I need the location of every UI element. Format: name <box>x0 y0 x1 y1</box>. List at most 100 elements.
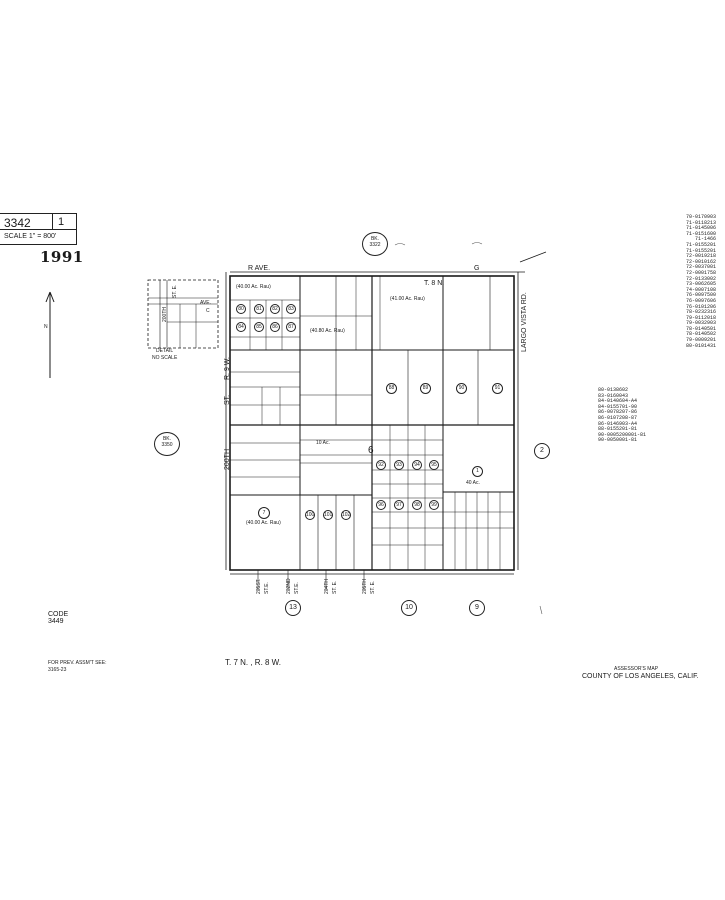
recording-number: 78-0140502 <box>685 331 716 338</box>
book-prefix: BK. <box>162 436 172 442</box>
map-year: 1991 <box>40 248 84 266</box>
recording-number: 72-0010162 <box>685 258 716 265</box>
parcel-number[interactable]: 85 <box>254 322 264 332</box>
book-prefix: BK. <box>370 236 380 242</box>
detail-inset <box>147 279 219 349</box>
recording-number: 86-0146903-A4 <box>598 420 638 427</box>
parcel-number[interactable]: 96 <box>376 500 386 510</box>
detail-street-suffix: ST. E. <box>172 284 178 298</box>
recording-number: 79-0032903 <box>685 320 716 327</box>
township-range: T. 7 N. , R. 8 W. <box>225 658 282 667</box>
parcel-area: (40.00 Ac. Rau) <box>246 520 281 526</box>
code-value: 3449 <box>48 618 64 625</box>
recording-number: 71-0118213 <box>685 219 716 226</box>
recording-number: 76-0097500 <box>685 292 716 299</box>
recording-number: 79-0009201 <box>685 337 716 344</box>
parcel-number[interactable]: 83 <box>286 304 296 314</box>
parcel-number[interactable]: 87 <box>286 322 296 332</box>
detail-ave: AVE. <box>200 300 212 306</box>
street-label: 204TH <box>324 578 330 594</box>
detail-street: 200TH <box>162 306 168 322</box>
recording-number: 90-0005200001-81 <box>598 431 647 438</box>
parcel-number[interactable]: 95 <box>429 460 439 470</box>
recording-number: 71-0151600 <box>685 230 716 237</box>
street-200th-label: 200TH <box>224 448 231 470</box>
prev-assmt-value: 3165-23 <box>48 667 67 673</box>
parcel-number[interactable]: 92 <box>376 460 386 470</box>
parcel-area: (40.80 Ac. Rau) <box>310 328 345 334</box>
parcel-number[interactable]: 90 <box>456 383 467 394</box>
parcel-number[interactable]: 80 <box>236 304 246 314</box>
parcel-number[interactable]: 97 <box>394 500 404 510</box>
recording-number: 83-0160043 <box>598 392 629 399</box>
recording-number: 76-0101206 <box>685 303 716 310</box>
sheet-number: 1 <box>58 216 65 228</box>
recording-number: 71-0145006 <box>685 225 716 232</box>
township-t8n: T. 8 N. <box>424 280 445 287</box>
recording-number: 71-1466 <box>694 236 716 243</box>
book-bubble-west[interactable]: BK. 3350 <box>154 432 180 456</box>
parcel-number[interactable]: 89 <box>420 383 431 394</box>
parcel-number[interactable]: 88 <box>386 383 397 394</box>
recording-number: 78-0232316 <box>685 309 716 316</box>
parcel-number[interactable]: 84 <box>236 322 246 332</box>
header-divider <box>0 229 76 230</box>
recording-number: 72-0133002 <box>685 275 716 282</box>
parcel-area: (41.00 Ac. Rau) <box>390 296 425 302</box>
recording-number: 80-0101431 <box>685 342 716 349</box>
recording-number: 84-0140604-A4 <box>598 398 638 405</box>
parcel-number[interactable]: 99 <box>429 500 439 510</box>
recording-number: 73-0062605 <box>685 281 716 288</box>
parcel-number[interactable]: 93 <box>394 460 404 470</box>
footer-title: ASSESSOR'S MAP <box>614 666 659 672</box>
parcel-number[interactable]: 102 <box>341 510 351 520</box>
street-label: 202ND <box>286 578 292 594</box>
street-g: G <box>474 265 480 272</box>
header-divider <box>52 214 53 229</box>
parcel-number[interactable]: 7 <box>258 507 270 519</box>
adjacent-page-10[interactable]: 10 <box>401 600 417 616</box>
range-r9w: R. 9 W. <box>224 357 231 380</box>
parcel-number[interactable]: 1 <box>472 466 483 477</box>
parcel-number[interactable]: 100 <box>305 510 315 520</box>
recording-number: 79-0112018 <box>685 314 716 321</box>
parcel-number[interactable]: 81 <box>254 304 264 314</box>
map-scale: SCALE 1" = 800' <box>4 233 57 240</box>
parcel-area: (40.00 Ac. Rau) <box>236 284 271 290</box>
recording-number: 71-0155201 <box>685 241 716 248</box>
street-largo-vista: LARGO VISTA RD. <box>521 292 528 352</box>
recording-number: 72-0019218 <box>685 253 716 260</box>
recording-number: 88-0155201-81 <box>598 426 638 433</box>
footer-county: COUNTY OF LOS ANGELES, CALIF. <box>582 673 699 680</box>
book-bubble-north[interactable]: BK. 3322 <box>362 232 388 256</box>
detail-ave-letter: C <box>206 308 210 314</box>
recording-number: 78-0140501 <box>685 325 716 332</box>
recording-number: 72-0001758 <box>685 269 716 276</box>
adjacent-page-13[interactable]: 13 <box>285 600 301 616</box>
parcel-number[interactable]: 82 <box>270 304 280 314</box>
street-label: 205TH <box>362 578 368 594</box>
detail-scale: NO SCALE <box>152 355 178 361</box>
north-arrow-icon <box>45 291 55 378</box>
street-r-ave: R AVE. <box>248 265 271 272</box>
street-label: ST.E. <box>264 582 270 594</box>
recording-number: 80-0138602 <box>598 387 629 393</box>
parcel-area: 40 Ac. <box>466 480 480 486</box>
parcel-area: 10 Ac. <box>316 440 330 446</box>
adjacent-page-2[interactable]: 2 <box>534 443 550 459</box>
parcel-number[interactable]: 94 <box>412 460 422 470</box>
north-letter: N <box>44 324 48 330</box>
adjacent-page-9[interactable]: 9 <box>469 600 485 616</box>
section-number: 6 <box>368 445 374 456</box>
parcel-number[interactable]: 91 <box>492 383 503 394</box>
recording-number: 76-0097606 <box>685 297 716 304</box>
detail-label: DETAIL <box>156 348 174 354</box>
recording-number: 74-0007108 <box>685 286 716 293</box>
prev-assmt-label: FOR PREV. ASSM'T SEE: <box>48 660 107 666</box>
recording-number: 86-0078207-86 <box>598 409 638 416</box>
parcel-number[interactable]: 98 <box>412 500 422 510</box>
book-number: 3342 <box>4 216 31 230</box>
parcel-number[interactable]: 101 <box>323 510 333 520</box>
parcel-number[interactable]: 86 <box>270 322 280 332</box>
